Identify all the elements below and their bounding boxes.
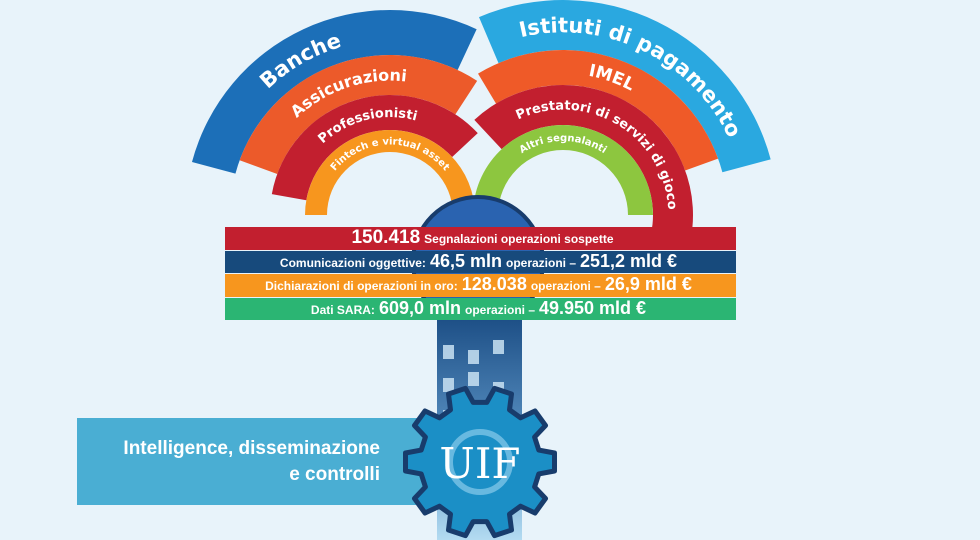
sos-label: Segnalazioni operazioni sospette (424, 232, 614, 246)
panel-line-2: e controlli (289, 464, 380, 485)
data-column (437, 318, 522, 540)
oggettive-mid: operazioni – (505, 256, 576, 270)
oggettive-count: 46,5 mln (429, 251, 502, 271)
flow-bar-oggettive: Comunicazioni oggettive: 46,5 mln operaz… (225, 251, 736, 273)
column-window (443, 345, 454, 359)
oggettive-label: Comunicazioni oggettive: (279, 256, 426, 270)
oggettive-amount: 251,2 mld € (580, 251, 678, 271)
category-band-left-1 (239, 55, 478, 174)
panel-line-1: Intelligence, disseminazione (123, 438, 380, 459)
sara-label: Dati SARA: (310, 303, 375, 317)
flow-bar-sos: 150.418 Segnalazioni operazioni sospette (225, 227, 736, 250)
sara-count: 609,0 mln (378, 298, 461, 318)
column-window (493, 400, 504, 414)
category-band-left-3 (305, 130, 475, 215)
intelligence-panel: Intelligence, disseminazione e controlli (77, 418, 440, 505)
column-window (468, 350, 479, 364)
panel-text: Intelligence, disseminazione e controlli (123, 436, 380, 488)
oro-amount: 26,9 mld € (604, 274, 692, 294)
column-window (443, 410, 454, 424)
oro-label: Dichiarazioni di operazioni in oro: (265, 279, 458, 293)
category-band-left-0 (191, 10, 477, 174)
oro-mid: operazioni – (530, 279, 601, 293)
sara-mid: operazioni – (464, 303, 535, 317)
category-band-left-2 (271, 94, 478, 201)
column-window (443, 378, 454, 392)
column-window (468, 372, 479, 386)
flow-bar-oro: Dichiarazioni di operazioni in oro: 128.… (225, 274, 736, 297)
column-window (493, 382, 504, 396)
flow-bar-sara: Dati SARA: 609,0 mln operazioni – 49.950… (225, 298, 736, 320)
sara-amount: 49.950 mld € (539, 298, 647, 318)
category-band-right-0 (478, 0, 771, 173)
category-band-right-3 (473, 125, 653, 215)
category-band-right-1 (478, 50, 719, 171)
sos-count: 150.418 (351, 227, 421, 248)
oro-count: 128.038 (461, 274, 527, 294)
column-window (493, 340, 504, 354)
category-band-right-2 (474, 84, 694, 249)
